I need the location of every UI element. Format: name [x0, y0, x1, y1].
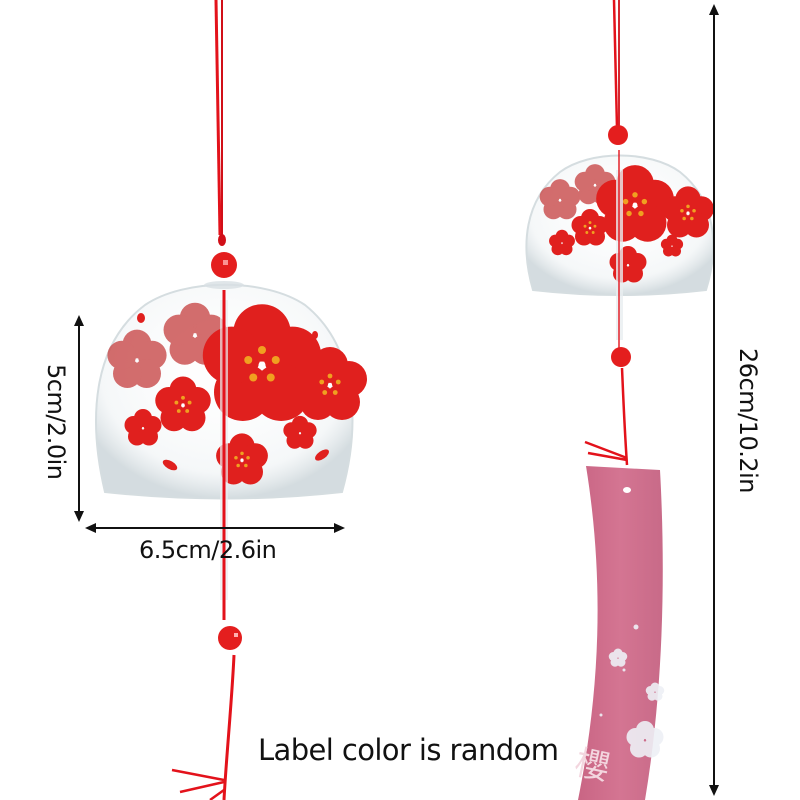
- dimension-height-left: [74, 315, 84, 522]
- total-length-label: 26cm/10.2in: [734, 348, 762, 494]
- paper-label-strip: [578, 466, 663, 800]
- bell-width-label: 6.5cm/2.6in: [139, 536, 277, 564]
- dimension-total-length: [709, 4, 719, 796]
- dimension-width: [85, 523, 345, 533]
- label-color-note: Label color is random: [258, 733, 559, 767]
- bottom-bead: [218, 626, 242, 650]
- left-wind-chime: [95, 0, 367, 800]
- bell-height-label: 5cm/2.0in: [42, 364, 70, 480]
- right-wind-chime: [525, 0, 715, 800]
